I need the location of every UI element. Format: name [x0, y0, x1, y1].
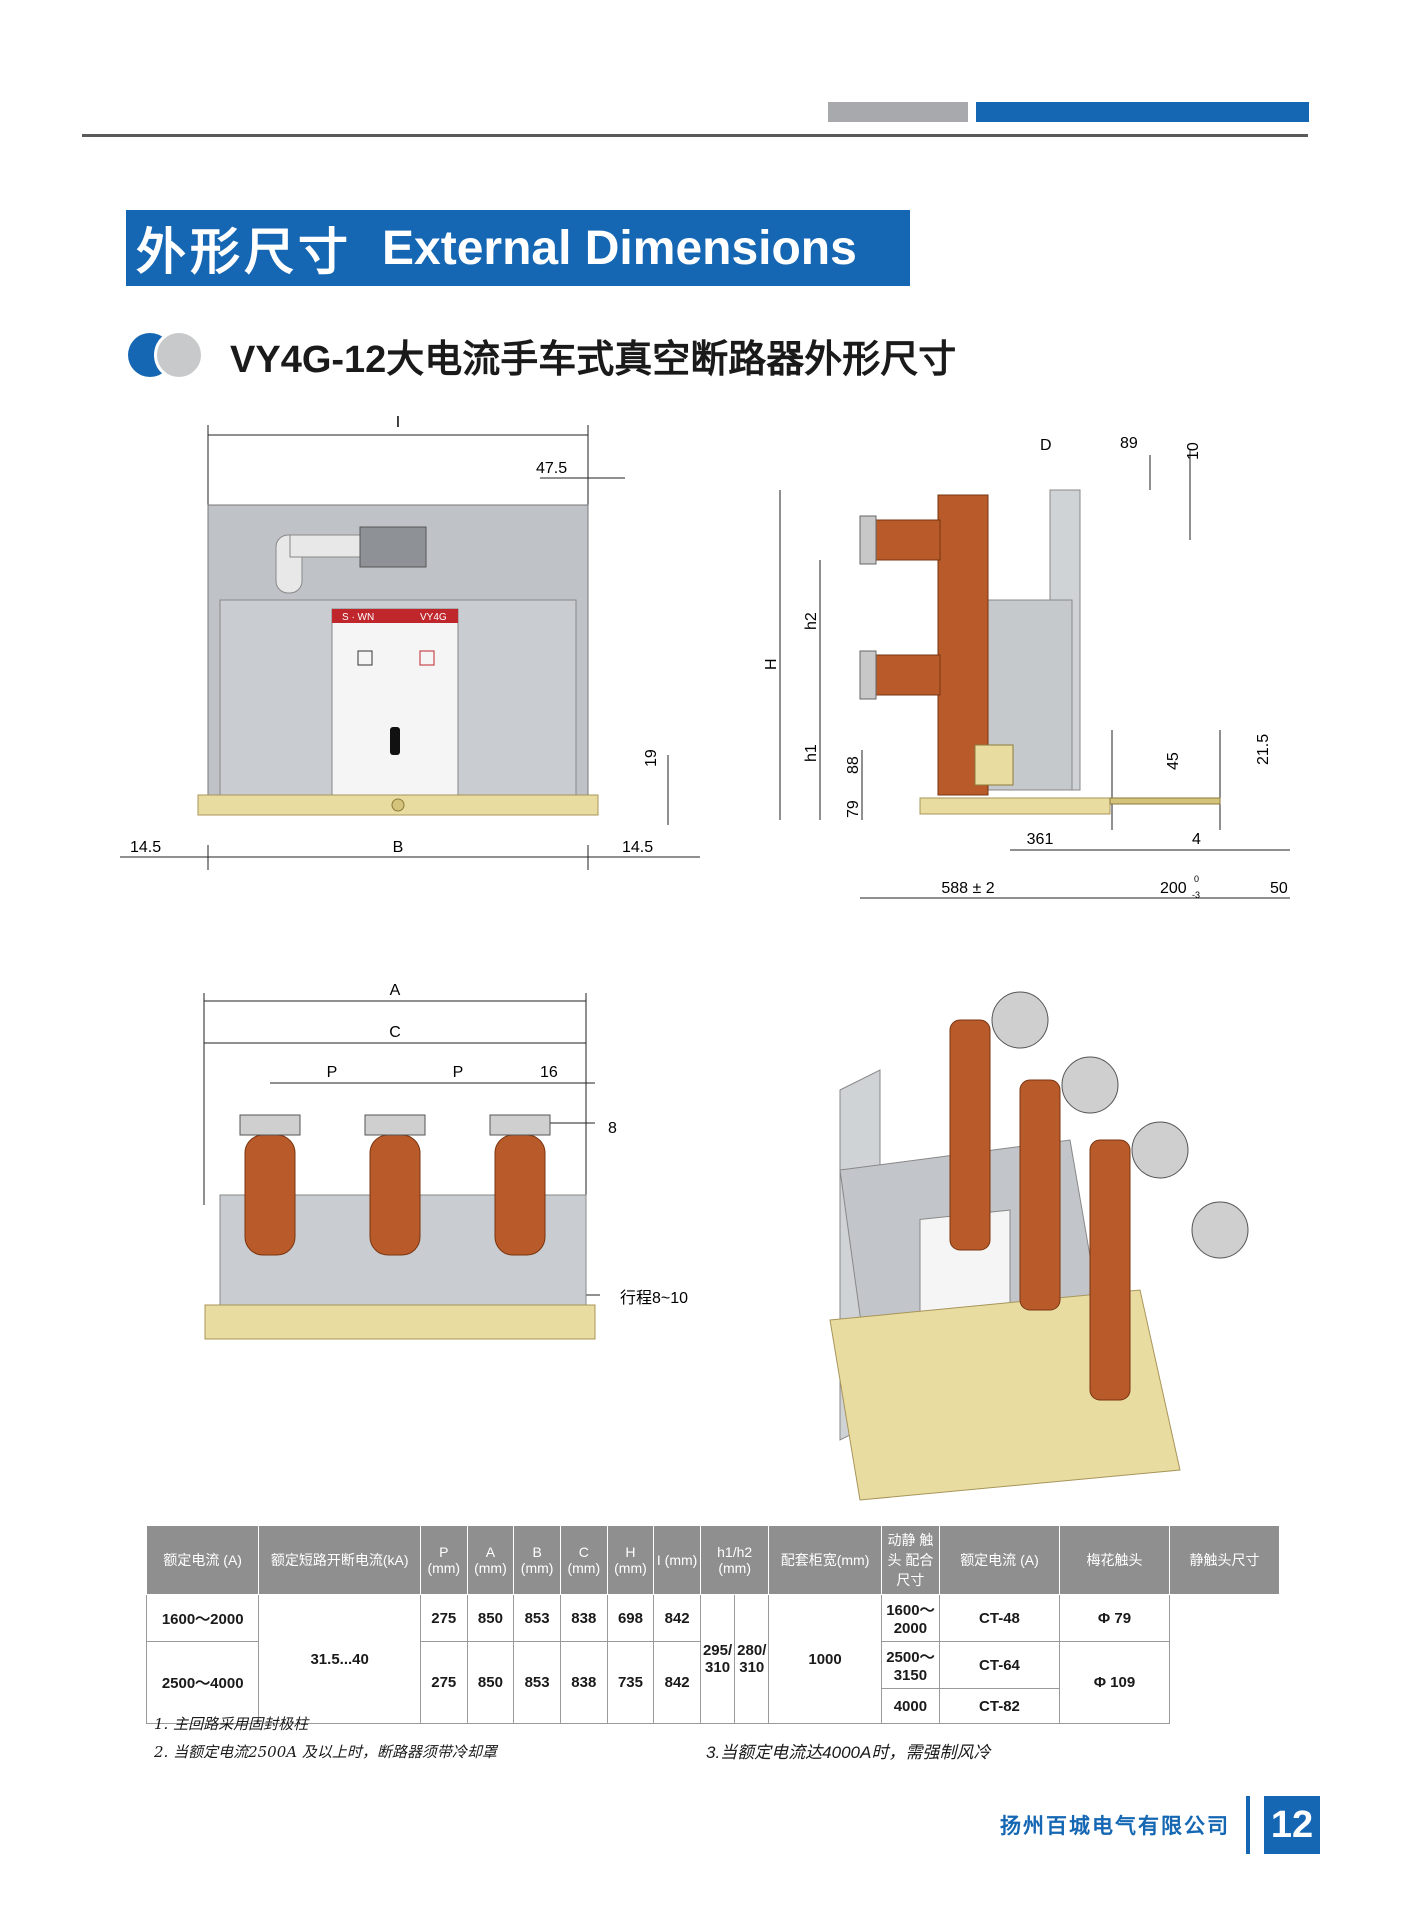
header-gray-bar: [828, 102, 968, 122]
cell-c-1: 838: [559, 1594, 608, 1642]
cell-contact-size-1: Φ 79: [1058, 1594, 1171, 1642]
dim-21-5: 21.5: [1255, 734, 1272, 765]
dim-P1: P: [327, 1064, 338, 1081]
th-a: A (mm): [466, 1525, 515, 1595]
dim-16: 16: [540, 1064, 558, 1081]
table-header-row: 额定电流 (A) 额定短路开断电流(kA) P (mm) A (mm) B (m…: [145, 1525, 1280, 1595]
cell-contact-size-2: Φ 109: [1058, 1641, 1171, 1724]
section-title: 外形尺寸 External Dimensions: [126, 210, 910, 286]
cell-i-1: 842: [653, 1594, 701, 1642]
dim-88: 88: [845, 756, 862, 774]
table-row: 4000 CT-82: [147, 1688, 1280, 1724]
dim-200-tol-down: -3: [1192, 890, 1200, 900]
front-panel-model: VY4G: [420, 612, 447, 623]
th-merged-label: 动静 触头 配合 尺寸: [880, 1525, 941, 1595]
cell-contact-current-1: 1600～2000: [880, 1594, 941, 1642]
th-contact-type: 梅花触头: [1058, 1525, 1171, 1595]
dim-h1: h1: [803, 744, 820, 762]
table-row: 2500～4000 275 850 853 838 735 842 2500～3…: [145, 1641, 1280, 1724]
cell-c-2: 838: [559, 1641, 608, 1724]
th-current: 额定电流 (A): [145, 1525, 260, 1595]
cell-breaking: 31.5...40: [258, 1594, 421, 1724]
dim-C: C: [389, 1024, 401, 1041]
cell-contact-current-2: 2500～3150: [880, 1641, 941, 1689]
cell-contact-type-2: CT-64: [939, 1641, 1060, 1689]
notes: 1. 主回路采用固封极柱 2. 当额定电流2500A 及以上时，断路器须带冷却罩: [154, 1710, 497, 1766]
stroke-label: 行程8~10: [620, 1289, 688, 1307]
cell-width: 1000: [768, 1594, 882, 1724]
th-width: 配套柜宽(mm): [768, 1525, 882, 1595]
th-b: B (mm): [513, 1525, 561, 1595]
cell-contact-current-3: 4000: [880, 1688, 941, 1724]
cell-b-2: 853: [513, 1641, 561, 1724]
dim-50: 50: [1270, 880, 1288, 897]
cell-current-1: 1600～2000: [145, 1594, 260, 1642]
dim-I: I: [396, 414, 400, 431]
cell-h2: 280/ 310: [734, 1594, 770, 1724]
th-contact-current: 额定电流 (A): [939, 1525, 1060, 1595]
side-view-drawing: D 89 10 H h2 h1 88 79 45 21.5 361 4 588 …: [763, 435, 1290, 900]
th-i: I (mm): [653, 1525, 701, 1595]
iso-view-illustration: [829, 991, 1249, 1501]
dim-47-5: 47.5: [536, 460, 567, 477]
dim-14-5-right: 14.5: [622, 839, 653, 856]
dim-B: B: [393, 839, 404, 856]
dim-200-tol-up: 0: [1194, 874, 1199, 884]
dim-361: 361: [1027, 831, 1054, 848]
spec-table: 额定电流 (A) 额定短路开断电流(kA) P (mm) A (mm) B (m…: [145, 1525, 1280, 1724]
th-contact-size: 静触头尺寸: [1169, 1525, 1280, 1595]
note-2: 2. 当额定电流2500A 及以上时，断路器须带冷却罩: [154, 1743, 497, 1761]
cell-contact-type-1: CT-48: [939, 1594, 1060, 1642]
cell-p-2: 275: [419, 1641, 468, 1724]
front-view-drawing: S · WN VY4G I 47.5 19 14.5 B 14.5: [120, 414, 700, 870]
company-name: 扬州百城电气有限公司: [1000, 1815, 1230, 1838]
cell-h-2: 735: [606, 1641, 655, 1724]
section-title-en: External Dimensions: [382, 221, 857, 275]
cell-contact-type-3: CT-82: [939, 1688, 1060, 1724]
bullet-gray-icon: [154, 330, 204, 380]
dim-588: 588 ± 2: [941, 880, 994, 897]
dim-89: 89: [1120, 435, 1138, 452]
cell-current-2: 2500～4000: [145, 1641, 260, 1724]
cell-i-2: 842: [653, 1641, 701, 1724]
dim-D: D: [1040, 437, 1052, 454]
section-title-cn: 外形尺寸: [136, 222, 352, 281]
cell-h-1: 698: [606, 1594, 655, 1642]
cell-a-1: 850: [466, 1594, 515, 1642]
dim-200: 200: [1160, 880, 1187, 897]
product-subtitle-text: VY4G-12大电流手车式真空断路器外形尺寸: [230, 338, 957, 381]
dim-79: 79: [845, 800, 862, 818]
dim-14-5-left: 14.5: [130, 839, 161, 856]
th-breaking: 额定短路开断电流(kA): [258, 1525, 421, 1595]
dim-P2: P: [453, 1064, 464, 1081]
page-separator: [1246, 1796, 1250, 1854]
th-h: H (mm): [606, 1525, 655, 1595]
dim-H: H: [763, 658, 780, 670]
note-3: 3.当额定电流达4000A时，需强制风冷: [706, 1743, 991, 1762]
dim-h2: h2: [803, 612, 820, 630]
dim-4: 4: [1192, 831, 1201, 848]
top-view-drawing: A C P P 16 8 行程8~10: [203, 982, 688, 1340]
dim-45: 45: [1165, 752, 1182, 770]
th-h1h2: h1/h2 (mm): [699, 1525, 770, 1595]
header-blue-bar: [976, 102, 1309, 122]
th-c: C (mm): [559, 1525, 608, 1595]
table-row: 1600～2000 31.5...40 275 850 853 838 698 …: [145, 1594, 1280, 1724]
front-panel-brand: S · WN: [342, 612, 374, 623]
dim-A: A: [390, 982, 401, 999]
page-number: 12: [1264, 1796, 1320, 1854]
th-p: P (mm): [419, 1525, 468, 1595]
dim-19: 19: [643, 749, 660, 767]
dim-8: 8: [608, 1120, 617, 1137]
header-rule: [82, 134, 1308, 137]
cell-p-1: 275: [419, 1594, 468, 1642]
cell-h1: 295/ 310: [699, 1594, 736, 1724]
product-subtitle: VY4G-12大电流手车式真空断路器外形尺寸: [128, 325, 956, 385]
note-1: 1. 主回路采用固封极柱: [154, 1715, 309, 1733]
dim-10: 10: [1185, 442, 1202, 460]
cell-b-1: 853: [513, 1594, 561, 1642]
